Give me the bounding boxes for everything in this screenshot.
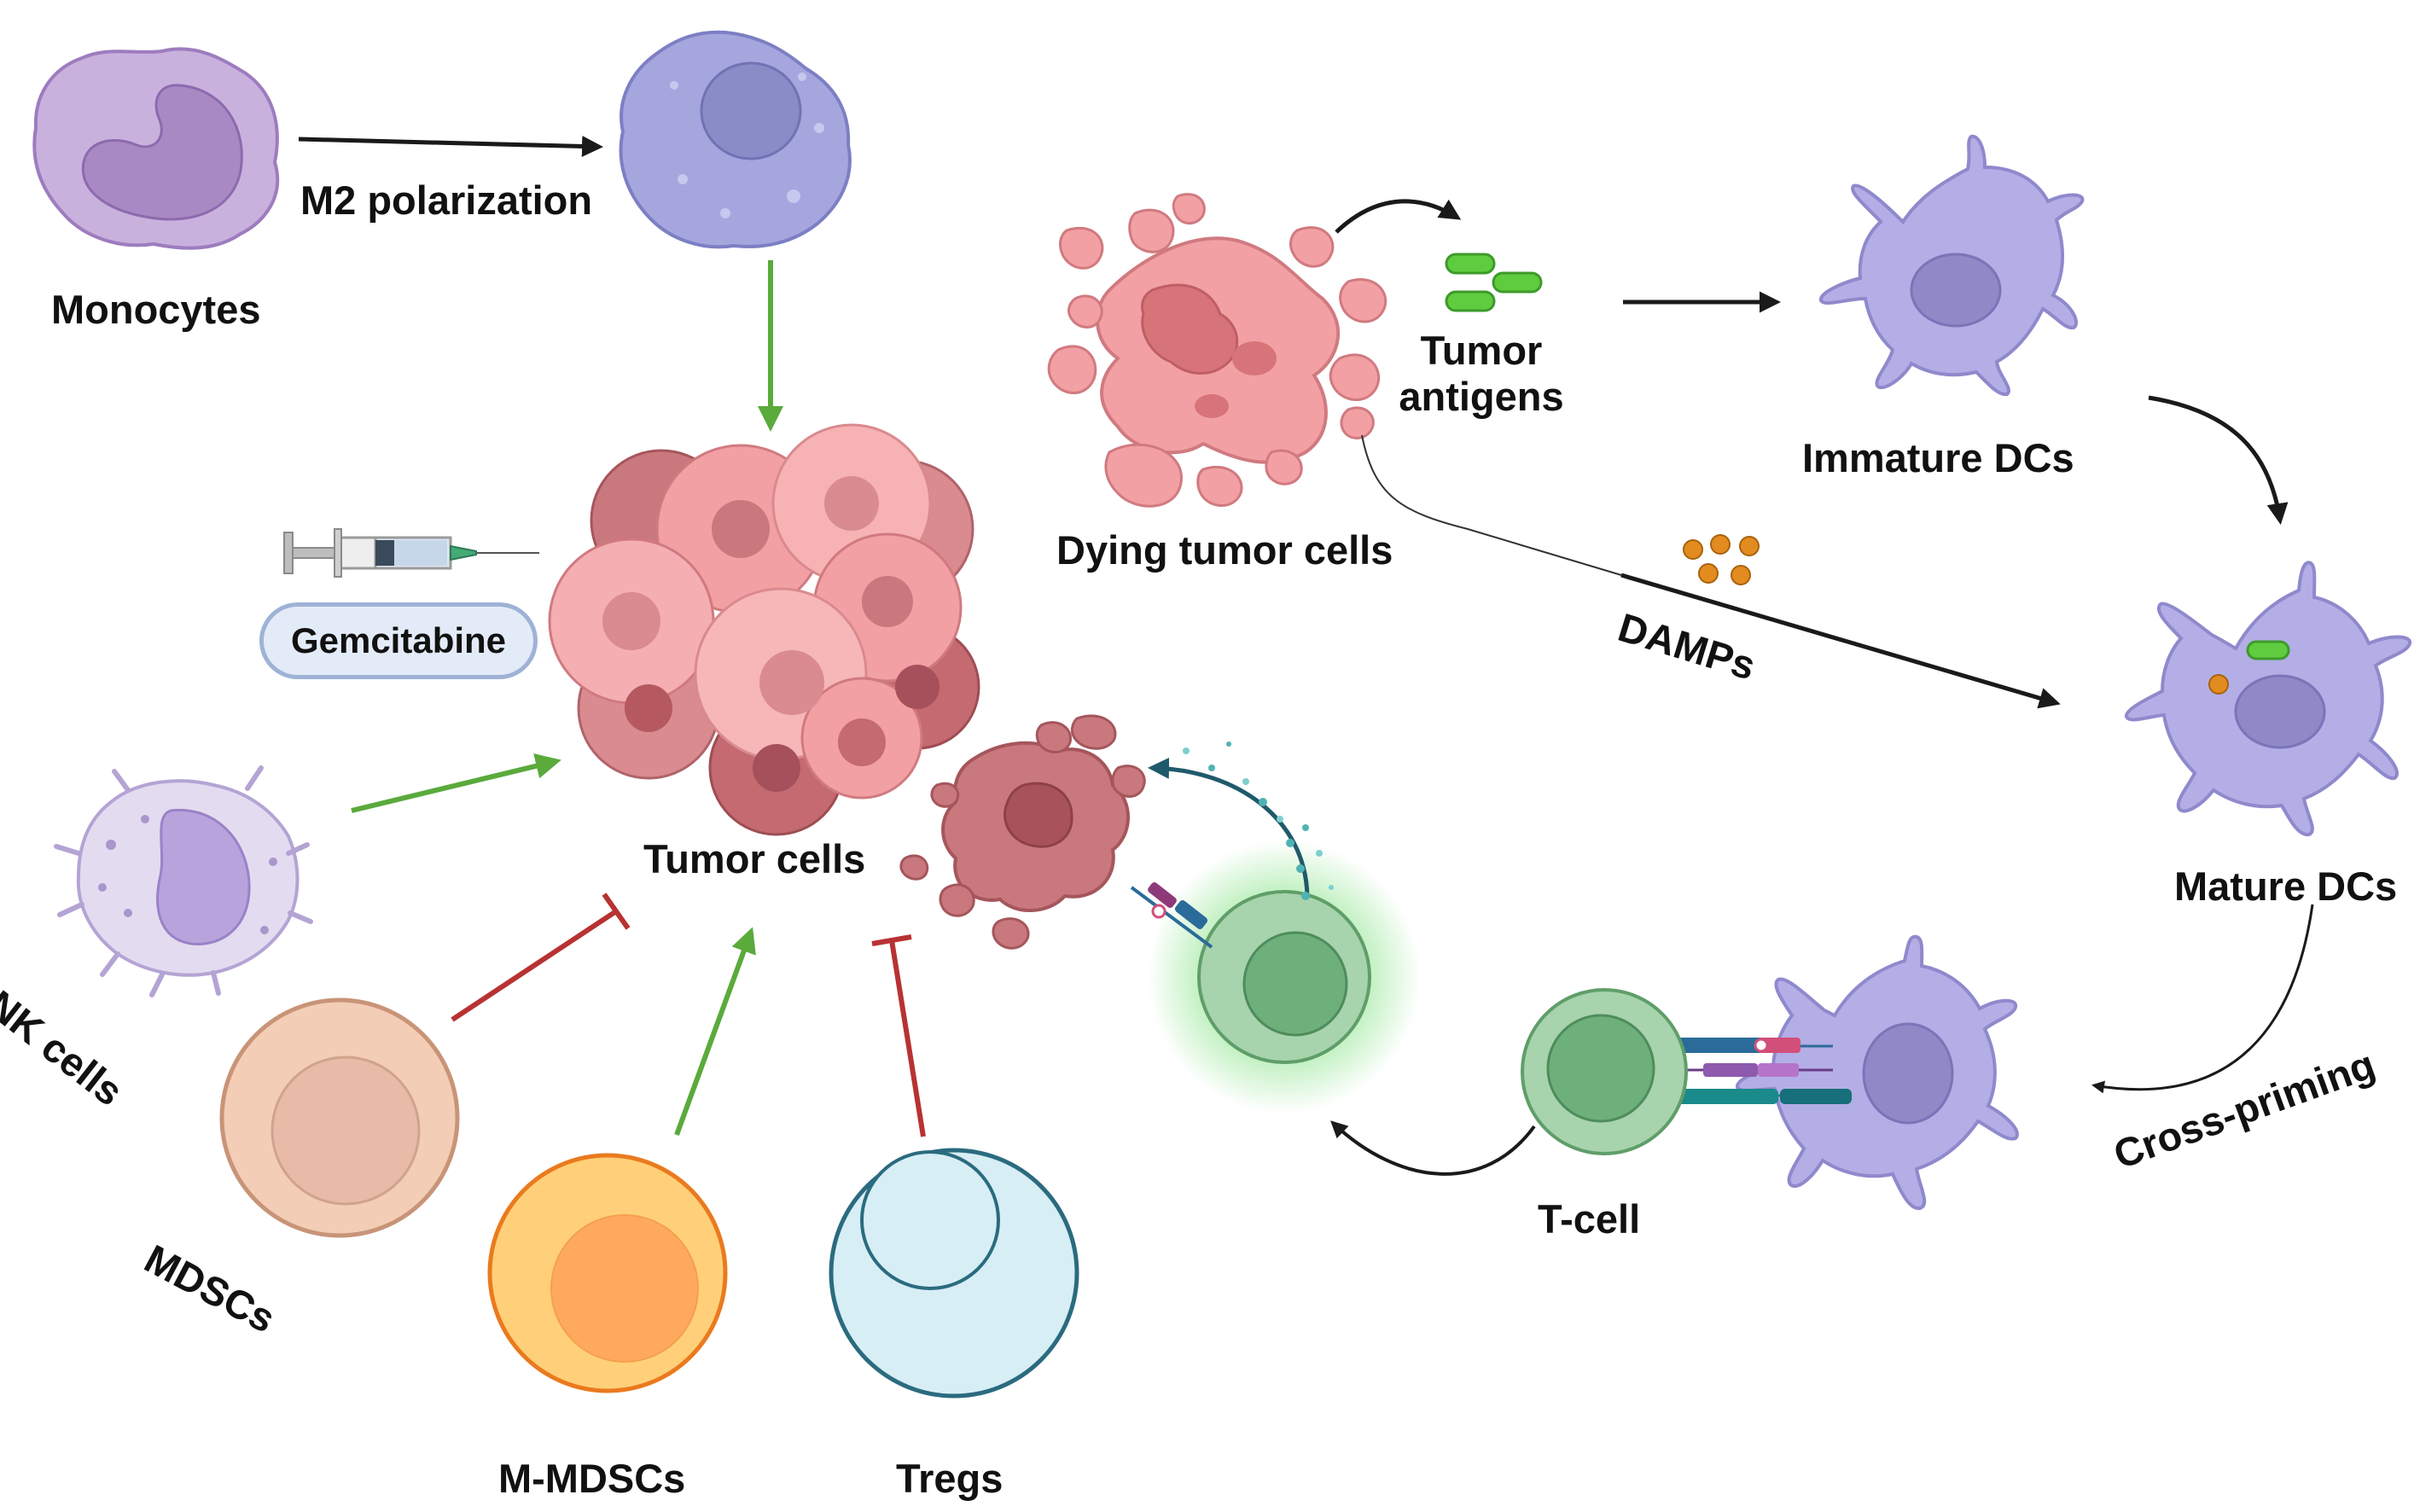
- label-tumor-antigens-line2: antigens: [1399, 374, 1564, 420]
- killed-tumor-cell: [899, 714, 1146, 950]
- tumor-antigen-icons: [1445, 253, 1543, 312]
- presenting-dc-cell: [1736, 934, 2019, 1211]
- label-m2-polarization: M2 polarization: [300, 177, 593, 223]
- dying-to-antigens-arrow: [1335, 199, 1462, 234]
- label-t-cell: T-cell: [1538, 1196, 1641, 1242]
- t-cell-primed: [1521, 988, 1688, 1155]
- label-dying-tumor-cells: Dying tumor cells: [1056, 527, 1393, 573]
- label-tumor-cells: Tumor cells: [643, 836, 866, 881]
- label-m-mdscs: M-MDSCs: [498, 1456, 686, 1501]
- cytotoxic-granules: [1148, 741, 1334, 900]
- immune-synapse-receptors: [1669, 1038, 1852, 1104]
- label-tumor-antigens: Tumor antigens: [1382, 328, 1580, 420]
- label-tregs: Tregs: [896, 1456, 1003, 1501]
- effector-t-cell: [1148, 840, 1421, 1114]
- mdsc-inhibits-tumor: [451, 893, 631, 1022]
- label-immature-dcs: Immature DCs: [1802, 435, 2074, 480]
- treg-inhibits-tumor: [871, 934, 926, 1137]
- m-mdsc-to-tumor-arrow: [674, 927, 756, 1137]
- label-gemcitabine: Gemcitabine: [290, 620, 507, 660]
- mature-dc-cell: [2125, 561, 2411, 837]
- mdsc-cell: [219, 997, 460, 1238]
- damp-icons: [1683, 534, 1760, 585]
- immature-dc-cell: [1819, 134, 2085, 397]
- cross-priming-arrow: [2091, 904, 2314, 1094]
- monocyte-cell: [32, 47, 280, 250]
- label-tumor-antigens-line1: Tumor: [1420, 328, 1543, 373]
- macrophage-cell: [619, 30, 852, 249]
- nk-to-tumor-arrow: [351, 753, 561, 813]
- gemcitabine-badge: Gemcitabine: [259, 602, 538, 679]
- dying-tumor-cells: [1047, 193, 1387, 508]
- m-mdsc-cell: [487, 1153, 728, 1393]
- effector-t-cell-receptor: [1130, 882, 1213, 949]
- syringe-icon: [283, 528, 539, 578]
- tumor-cell-cluster: [548, 423, 980, 836]
- damps-to-mature-dc-arrow: [1620, 573, 2061, 709]
- m2-polarization-arrow: [298, 135, 603, 157]
- dying-to-damps-line: [1361, 434, 1622, 576]
- label-mature-dcs: Mature DCs: [2174, 864, 2398, 909]
- label-monocytes: Monocytes: [51, 287, 261, 332]
- immature-to-mature-dc-arrow: [2148, 395, 2289, 525]
- nk-cell: [54, 765, 313, 997]
- t-cell-migration-arrow: [1330, 1120, 1536, 1176]
- treg-cell: [829, 1148, 1079, 1399]
